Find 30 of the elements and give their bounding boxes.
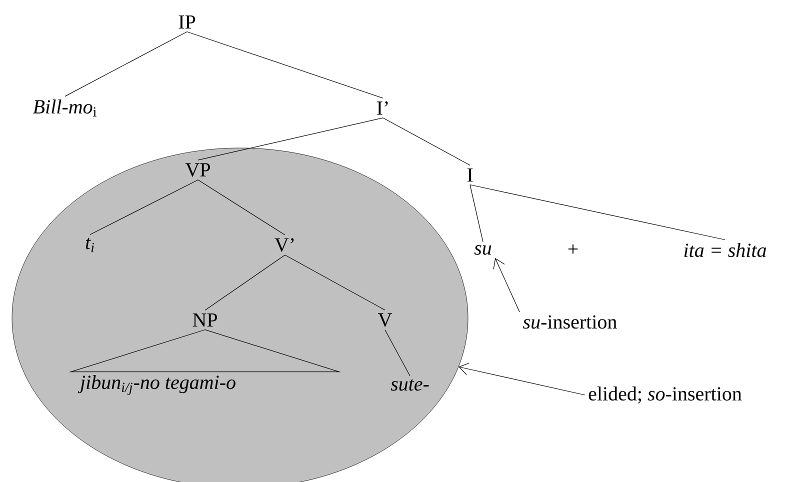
tree-branch <box>198 180 286 236</box>
leader-arrow <box>493 258 520 312</box>
tree-branch <box>204 254 286 311</box>
tree-label: V <box>378 313 392 327</box>
annotation-text: su-insertion <box>523 315 617 329</box>
tree-label: t$_{i}$ <box>86 238 94 252</box>
tree-label: su <box>474 245 492 255</box>
elided-ellipse <box>12 148 468 482</box>
tree-label: I <box>467 168 473 182</box>
tree-label: V’ <box>274 238 294 252</box>
tree-branch <box>384 330 410 376</box>
tree-branch <box>186 31 384 98</box>
plus-sign: + <box>568 244 578 254</box>
tree-branch <box>90 180 198 235</box>
tree-branch <box>470 184 484 242</box>
annotation-text: elided; so-insertion <box>588 386 742 404</box>
tree-label: NP <box>192 313 217 327</box>
tree-label: jibun$_{i/j}$-no tegami-o <box>78 375 236 395</box>
tree-label: sute- <box>390 379 429 391</box>
tree-label: IP <box>178 15 196 29</box>
tree-branch <box>198 118 384 160</box>
tree-label: VP <box>185 163 210 177</box>
tree-branch <box>470 184 726 240</box>
leader-arrow <box>458 362 586 396</box>
tree-label: I’ <box>377 101 388 115</box>
tree-branch <box>284 254 386 310</box>
tree-label: ita = shita <box>684 242 766 258</box>
tree-branch <box>382 118 470 166</box>
tree-label: Bill-mo$_{i}$ <box>33 100 96 116</box>
tree-branch <box>64 31 188 97</box>
